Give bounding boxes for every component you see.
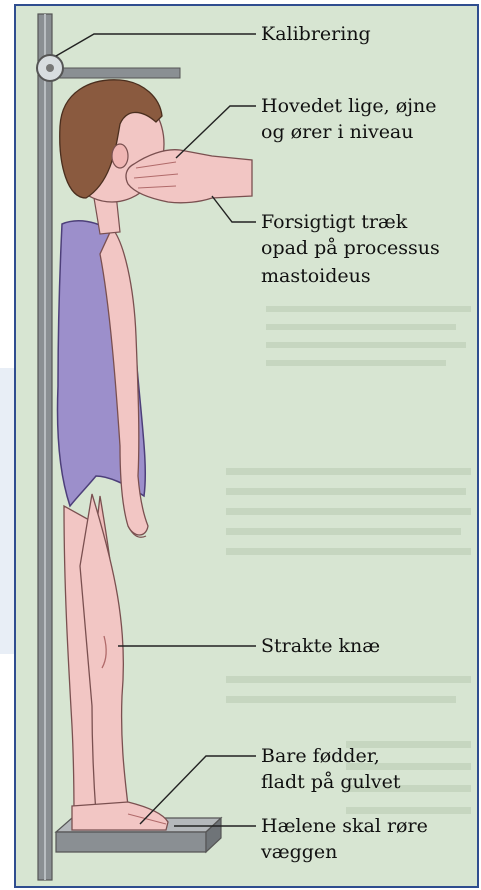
label-pull-line2: opad på processus bbox=[261, 236, 440, 260]
label-knees: Strakte knæ bbox=[261, 634, 380, 658]
label-pull-line1: Forsigtigt træk bbox=[261, 210, 407, 234]
background-text-texture bbox=[226, 306, 471, 814]
label-heels-line1: Hælene skal røre bbox=[261, 814, 428, 838]
examiner-hand bbox=[126, 150, 252, 203]
label-head-line2: og ører i niveau bbox=[261, 120, 414, 144]
label-feet-line1: Bare fødder, bbox=[261, 744, 380, 768]
label-feet-line2: fladt på gulvet bbox=[261, 770, 400, 794]
headboard bbox=[52, 68, 180, 78]
label-heels-line2: væggen bbox=[261, 840, 337, 864]
label-head-line1: Hovedet lige, øjne bbox=[261, 94, 437, 118]
illustration-frame: Kalibrering Hovedet lige, øjne og ører i… bbox=[14, 4, 479, 888]
foot bbox=[72, 802, 168, 830]
label-calibration: Kalibrering bbox=[261, 22, 371, 46]
background-panel-edge bbox=[0, 368, 15, 654]
label-pull-line3: mastoideus bbox=[261, 264, 371, 288]
